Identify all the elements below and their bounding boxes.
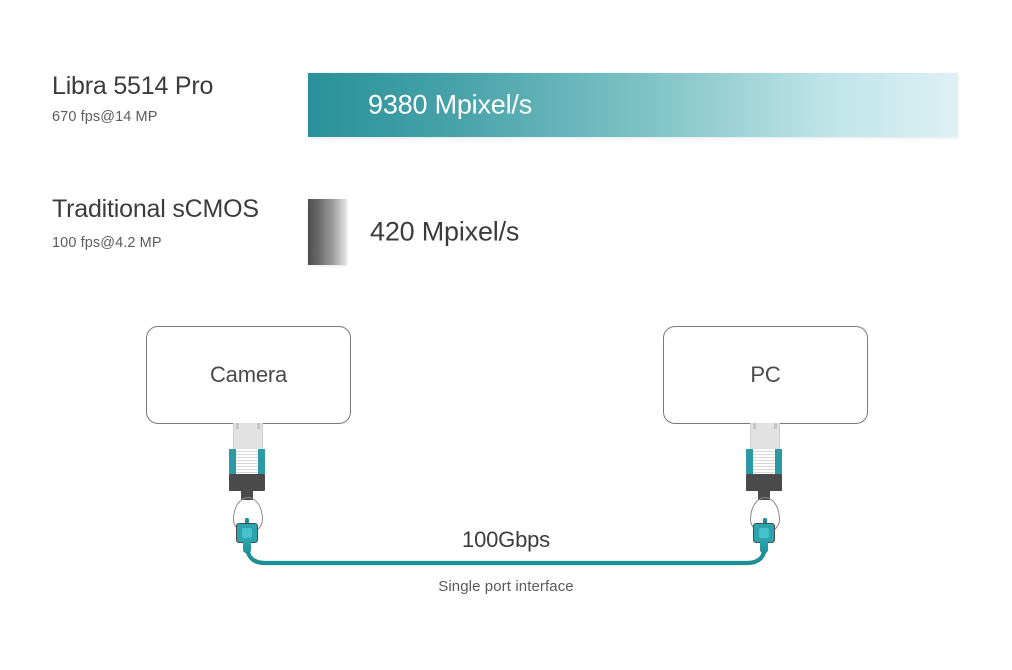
comparison-row-libra-label: Libra 5514 Pro 670 fps@14 MP (52, 74, 213, 125)
scmos-title: Traditional sCMOS (52, 195, 259, 223)
cable-plug-icon (236, 523, 258, 543)
libra-throughput-bar: 9380 Mpixel/s (308, 73, 958, 137)
connector-accent-right-icon (258, 449, 265, 474)
comparison-row-scmos-label: Traditional sCMOS 100 fps@4.2 MP (52, 197, 259, 251)
connector-neck-icon (758, 491, 770, 500)
cable-speed-label: 100Gbps (462, 527, 550, 552)
libra-title: Libra 5514 Pro (52, 72, 214, 100)
connector-base-icon (229, 474, 265, 491)
cable-interface-caption: Single port interface (438, 578, 574, 595)
scmos-throughput-bar (308, 199, 347, 265)
cable-tip-icon (243, 541, 251, 553)
diagram-node-camera: Camera (146, 326, 351, 424)
camera-port-connector (224, 423, 270, 563)
connector-accent-left-icon (229, 449, 236, 474)
pc-port-connector (741, 423, 787, 563)
connector-accent-left-icon (746, 449, 753, 474)
connector-neck-icon (241, 491, 253, 500)
connector-housing-icon (750, 423, 780, 449)
cable-tip-icon (760, 541, 768, 553)
pc-node-label: PC (750, 362, 781, 387)
connector-housing-icon (233, 423, 263, 449)
libra-throughput-value: 9380 Mpixel/s (368, 89, 532, 120)
diagram-node-pc: PC (663, 326, 868, 424)
scmos-subtitle: 100 fps@4.2 MP (52, 235, 162, 251)
connector-accent-right-icon (775, 449, 782, 474)
scmos-throughput-value: 420 Mpixel/s (370, 216, 520, 247)
connector-base-icon (746, 474, 782, 491)
libra-subtitle: 670 fps@14 MP (52, 109, 158, 125)
camera-node-label: Camera (209, 362, 288, 387)
